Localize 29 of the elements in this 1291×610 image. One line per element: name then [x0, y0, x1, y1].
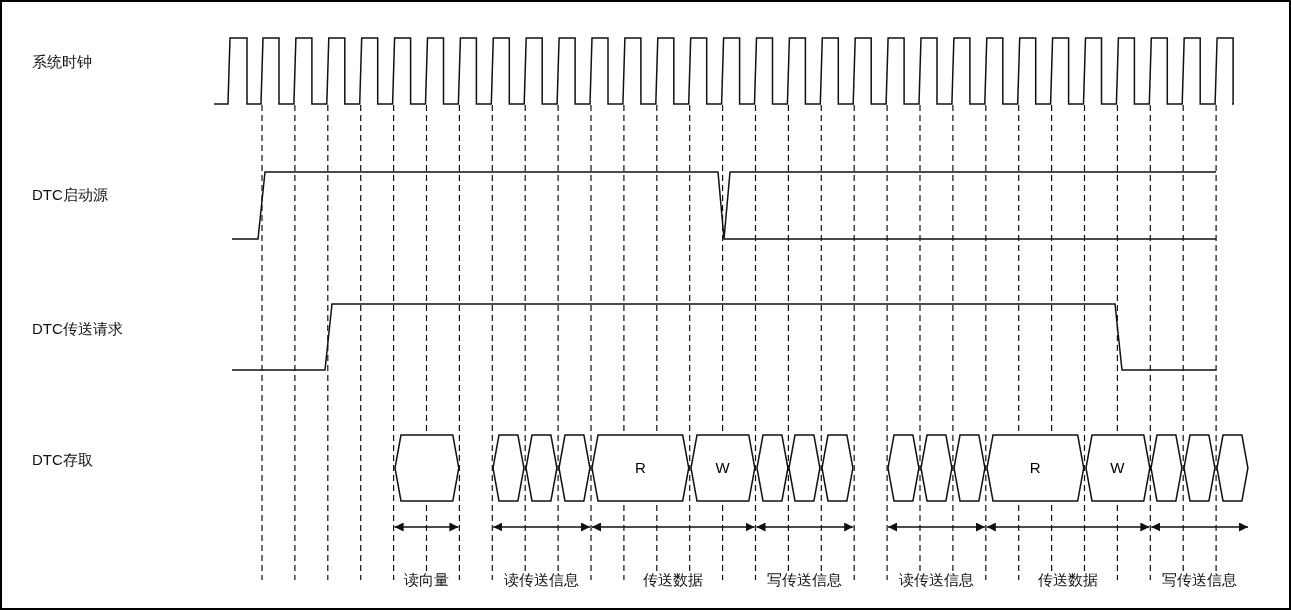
- bus-segment: [1216, 434, 1249, 502]
- bus-segment: [1183, 434, 1217, 502]
- segment-label: W: [715, 459, 730, 477]
- bus-segment: [788, 434, 822, 502]
- bus-segment: [755, 434, 789, 502]
- bus-segment: [492, 434, 526, 502]
- phase-label: 传送数据: [643, 571, 704, 589]
- bus-segment: [558, 434, 591, 502]
- bus-segment: [525, 434, 559, 502]
- phase-label: 读传送信息: [898, 571, 974, 589]
- bus-segment: [689, 434, 756, 502]
- signal-name: DTC启动源: [32, 186, 108, 204]
- segment-label: R: [634, 459, 646, 477]
- phase-label: 读传送信息: [504, 571, 580, 589]
- phase-label: 读向量: [404, 571, 449, 589]
- bus-segment: [393, 434, 460, 502]
- bus-segment: [1150, 434, 1184, 502]
- segment-label: R: [1029, 459, 1041, 477]
- bus-segment: [920, 434, 953, 502]
- bus-segment: [887, 434, 920, 502]
- signal-name: DTC存取: [32, 451, 93, 469]
- bus-segment: [821, 434, 855, 502]
- phase-label: 传送数据: [1038, 571, 1099, 589]
- bus-segment: [952, 434, 986, 502]
- signal-name: DTC传送请求: [32, 320, 123, 338]
- phase-label: 写传送信息: [1162, 571, 1238, 589]
- phase-label: 写传送信息: [767, 571, 843, 589]
- segment-label: W: [1110, 459, 1125, 477]
- signal-name: 系统时钟: [32, 53, 92, 71]
